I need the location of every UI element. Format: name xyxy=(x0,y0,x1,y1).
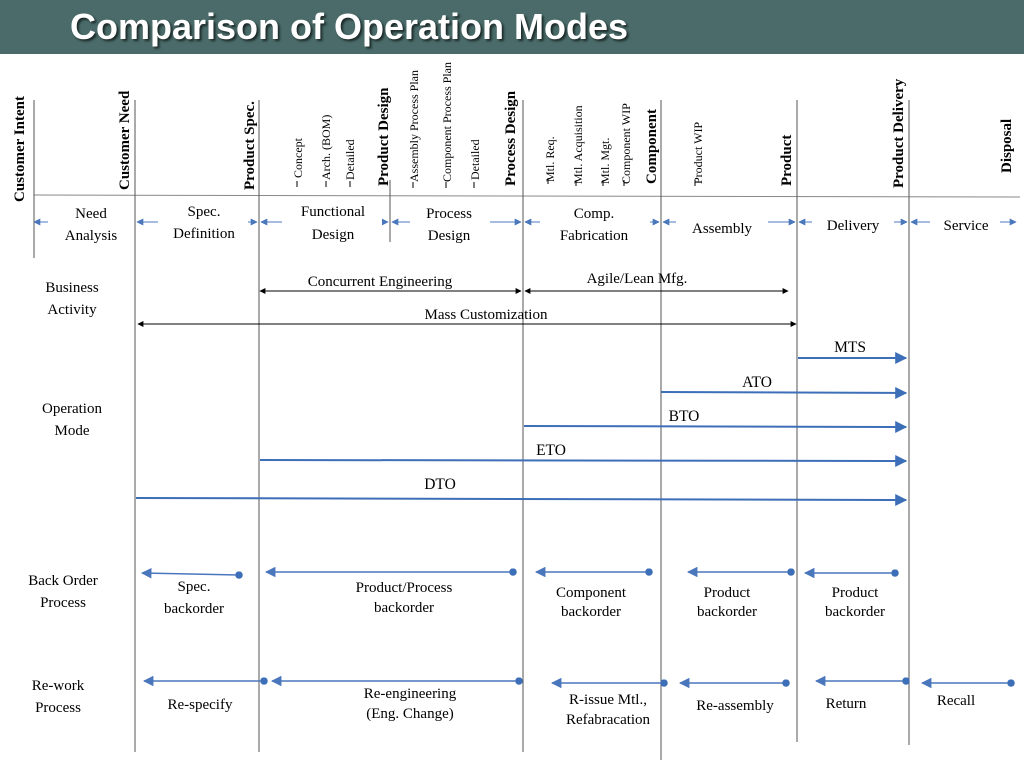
label-concurrent-engineering: Concurrent Engineering xyxy=(308,274,453,290)
label-concept: Concept xyxy=(291,137,305,178)
bto-arrow xyxy=(523,420,908,433)
label-comp-backorder-1: Component xyxy=(556,585,627,601)
label-return: Return xyxy=(826,696,867,712)
label-product-backorder-2a: Product xyxy=(832,585,879,601)
label-product: Product xyxy=(779,135,795,186)
label-eto: ETO xyxy=(536,442,566,459)
label-disposal: Disposal xyxy=(999,119,1015,173)
label-customer-intent: Customer Intent xyxy=(12,96,28,202)
milestone-labels: Customer Intent Customer Need Product Sp… xyxy=(12,62,1015,202)
label-reengineering-1: Re-engineering xyxy=(364,686,457,702)
label-reissue-2: Refabracation xyxy=(566,712,651,728)
label-assembly-process-plan: Assembly Process Plan xyxy=(407,70,421,182)
label-product-design: Product Design xyxy=(376,87,392,186)
label-dto: DTO xyxy=(424,476,456,493)
header-separator xyxy=(33,194,1021,198)
label-product-backorder-1b: backorder xyxy=(697,604,757,620)
slide-title: Comparison of Operation Modes xyxy=(70,6,629,47)
label-mtl-acquisition: Mtl. Acquisition xyxy=(571,105,585,184)
label-component-wip: Component WIP xyxy=(619,103,633,184)
operation-modes-diagram: Customer Intent Customer Need Product Sp… xyxy=(12,62,1021,760)
title-bar: Comparison of Operation Modes xyxy=(0,0,1024,54)
label-ato: ATO xyxy=(742,374,772,391)
label-process-design: Process Design xyxy=(503,90,519,186)
label-mtl-req: Mtl. Req. xyxy=(543,136,557,182)
row-business-2: Activity xyxy=(47,302,97,318)
row-backorder-1: Back Order xyxy=(28,573,98,589)
label-product-backorder-1a: Product xyxy=(704,585,751,601)
eto-arrow xyxy=(259,454,908,467)
row-business-1: Business xyxy=(45,280,99,296)
label-product-wip: Product WIP xyxy=(691,122,705,184)
label-detailed-1: Detailed xyxy=(343,139,357,180)
label-reengineering-2: (Eng. Change) xyxy=(366,706,453,722)
phase-fabrication: Fabrication xyxy=(560,228,629,244)
label-respecify: Re-specify xyxy=(168,697,233,713)
row-rework-2: Process xyxy=(35,700,81,716)
label-mtl-mgt: Mtl. Mgt. xyxy=(598,138,612,184)
phase-delivery: Delivery xyxy=(827,218,880,234)
label-agile-lean: Agile/Lean Mfg. xyxy=(587,271,688,287)
label-reassembly: Re-assembly xyxy=(696,698,774,714)
label-comp-backorder-2: backorder xyxy=(561,604,621,620)
milestone-lines xyxy=(33,100,910,760)
label-product-spec: Product Spec. xyxy=(242,101,258,190)
label-product-backorder-2b: backorder xyxy=(825,604,885,620)
dto-arrow xyxy=(135,493,908,506)
label-component-process-plan: Component Process Plan xyxy=(440,62,454,182)
business-arrows: Concurrent Engineering Agile/Lean Mfg. M… xyxy=(137,271,797,327)
label-pp-backorder-1: Product/Process xyxy=(356,580,453,596)
label-spec-backorder-1: Spec. xyxy=(178,579,211,595)
label-customer-need: Customer Need xyxy=(117,90,133,190)
label-recall: Recall xyxy=(937,693,975,709)
phase-process-design: Design xyxy=(428,228,471,244)
label-spec-backorder-2: backorder xyxy=(164,601,224,617)
label-pp-backorder-2: backorder xyxy=(374,600,434,616)
phase-need: Need xyxy=(75,206,107,222)
operation-mode-arrows: MTS ATO BTO ETO DTO xyxy=(135,339,908,506)
rework-arrows: Re-specify Re-engineering (Eng. Change) … xyxy=(142,675,1015,728)
row-labels: Business Activity Operation Mode Back Or… xyxy=(28,280,102,716)
phase-spec: Spec. xyxy=(188,204,221,220)
label-mass-customization: Mass Customization xyxy=(425,307,548,323)
phase-process: Process xyxy=(426,206,472,222)
phase-functional: Functional xyxy=(301,204,365,220)
phase-analysis: Analysis xyxy=(65,228,118,244)
phase-labels: Need Analysis Spec. Definition Functiona… xyxy=(48,201,1000,244)
label-mts: MTS xyxy=(834,339,866,356)
label-product-delivery: Product Delivery xyxy=(891,78,907,188)
row-operation-1: Operation xyxy=(42,401,102,417)
label-component: Component xyxy=(644,109,660,184)
row-backorder-2: Process xyxy=(40,595,86,611)
phase-functional-design: Design xyxy=(312,227,355,243)
phase-definition: Definition xyxy=(173,226,235,242)
label-detailed-2: Detailed xyxy=(468,139,482,180)
label-arch-bom: Arch. (BOM) xyxy=(319,115,333,180)
label-bto: BTO xyxy=(669,408,700,425)
phase-comp: Comp. xyxy=(574,206,614,222)
ato-arrow xyxy=(660,386,908,399)
row-rework-1: Re-work xyxy=(32,678,85,694)
backorder-arrows: Spec. backorder Product/Process backorde… xyxy=(140,566,899,620)
label-reissue-1: R-issue Mtl., xyxy=(569,692,647,708)
row-operation-2: Mode xyxy=(55,423,90,439)
phase-assembly: Assembly xyxy=(692,221,753,237)
phase-service: Service xyxy=(944,218,989,234)
